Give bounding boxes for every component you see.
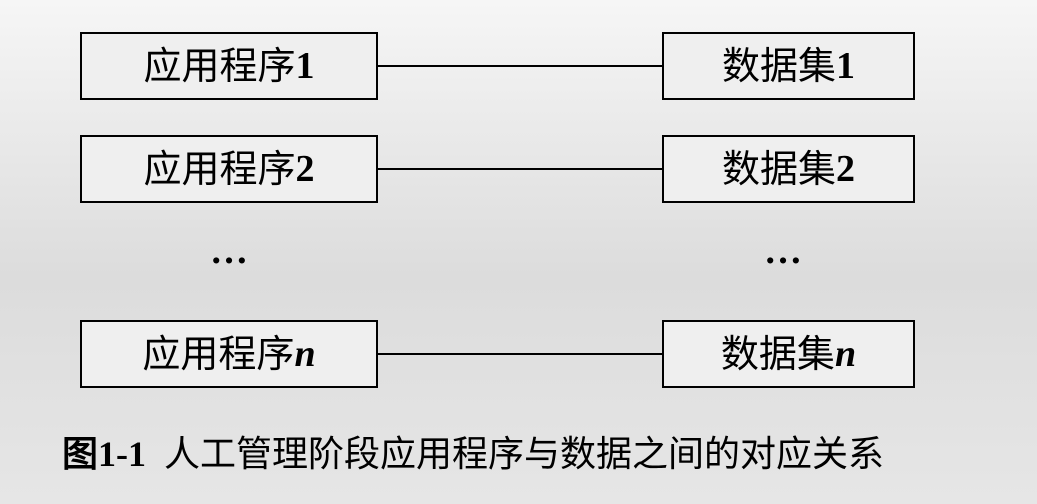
connector-line-n	[378, 353, 662, 355]
figure-title: 人工管理阶段应用程序与数据之间的对应关系	[164, 434, 885, 475]
dataset-label: 数据集	[721, 147, 836, 191]
application-number: n	[294, 333, 316, 375]
application-number: 2	[295, 148, 315, 190]
application-label: 应用程序	[142, 332, 295, 376]
dataset-label: 数据集	[721, 44, 836, 88]
ellipsis-left: …	[210, 230, 248, 272]
figure-caption: 图1-1 人工管理阶段应用程序与数据之间的对应关系	[62, 436, 884, 473]
dataset-number: n	[834, 333, 857, 375]
connector-line-2	[378, 168, 662, 170]
dataset-label: 数据集	[720, 332, 835, 376]
ellipsis-right: …	[764, 230, 802, 272]
application-label: 应用程序	[143, 147, 296, 191]
application-number: 1	[295, 45, 315, 87]
connector-line-1	[378, 65, 662, 67]
dataset-number: 1	[836, 45, 855, 87]
application-label: 应用程序	[143, 44, 296, 88]
dataset-number: 2	[836, 148, 855, 190]
figure-number: 图1-1	[62, 434, 146, 474]
